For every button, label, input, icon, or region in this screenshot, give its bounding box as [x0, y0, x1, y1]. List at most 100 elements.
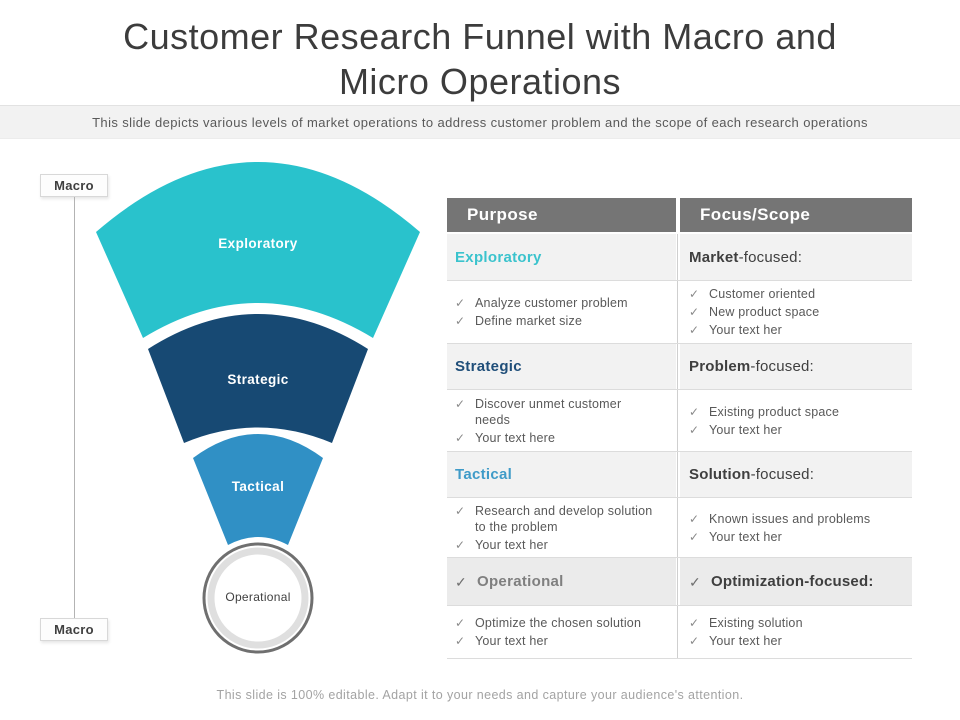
check-icon: ✓ — [689, 305, 700, 319]
focus-bullets-operational: ✓ Existing solution ✓Your text her — [680, 606, 912, 658]
bullet-text: New product space — [709, 305, 820, 319]
table-row-tactical-details: ✓ Research and develop solution to the pr… — [447, 498, 912, 558]
bullet-item: ✓ Research and develop solution to the pr… — [455, 503, 676, 535]
bullet-item: ✓ Discover unmet customer needs — [455, 396, 676, 428]
funnel-label-operational: Operational — [225, 590, 291, 604]
macro-label-bottom: Macro — [40, 618, 108, 641]
table-row-exploratory-details: ✓ Analyze customer problem ✓Define market… — [447, 281, 912, 344]
check-icon: ✓ — [689, 287, 700, 301]
bullet-item: ✓Your text her — [689, 633, 912, 649]
check-icon: ✓ — [689, 529, 700, 544]
bullet-text: Discover unmet customer needs — [475, 396, 622, 427]
purpose-bullets-operational: ✓ Optimize the chosen solution ✓ Your text… — [447, 606, 676, 658]
macro-connector-line — [74, 197, 75, 618]
table-header-focus-scope: Focus/Scope — [680, 198, 912, 232]
table-header-purpose: Purpose — [447, 198, 676, 232]
table-row-strategic: Strategic Problem-focused: — [447, 344, 912, 390]
focus-bullets-tactical: ✓ Known issues and problems ✓ Your text he… — [680, 498, 912, 557]
purpose-title-exploratory: Exploratory — [447, 234, 676, 280]
column-divider — [676, 281, 680, 343]
check-icon: ✓ — [455, 296, 466, 310]
bullet-text: Optimize the chosen solution — [475, 616, 642, 630]
bullet-item: ✓ Your text her — [455, 633, 676, 649]
bullet-item: ✓ Analyze customer problem — [455, 295, 676, 311]
column-divider — [676, 498, 680, 557]
check-icon: ✓ — [455, 537, 466, 552]
focus-title-optimization: ✓Optimization-focused: — [680, 558, 912, 605]
column-divider — [676, 390, 680, 451]
check-icon: ✓ — [455, 616, 466, 630]
bullet-item: ✓Define market size — [455, 313, 676, 329]
check-icon: ✓ — [689, 404, 700, 419]
table-row-strategic-details: ✓ Discover unmet customer needs ✓ Your tex… — [447, 390, 912, 452]
subtitle-band: This slide depicts various levels of mar… — [0, 105, 960, 139]
funnel-label-exploratory: Exploratory — [218, 236, 298, 251]
check-icon: ✓ — [689, 323, 700, 337]
bullet-item: ✓ New product space — [689, 304, 912, 320]
table-row-exploratory: Exploratory Market-focused: — [447, 234, 912, 281]
bullet-text: Your text her — [475, 537, 549, 552]
slide-subtitle: This slide depicts various levels of mar… — [92, 114, 868, 130]
bullet-text: Analyze customer problem — [475, 296, 628, 310]
check-icon: ✓ — [455, 396, 466, 411]
bullet-text: Your text here — [475, 430, 556, 445]
column-divider — [676, 606, 680, 658]
table-row-tactical: Tactical Solution-focused: — [447, 452, 912, 498]
bullet-text: Research and develop solution to the pro… — [475, 503, 653, 534]
focus-title-problem: Problem-focused: — [680, 344, 912, 389]
check-icon: ✓ — [689, 616, 700, 630]
check-icon: ✓ — [689, 573, 701, 590]
bullet-item: ✓ Known issues and problems — [689, 511, 912, 527]
purpose-title-tactical: Tactical — [447, 452, 676, 497]
column-divider — [676, 198, 680, 232]
check-icon: ✓ — [689, 422, 700, 437]
bullet-item: ✓ Your text her — [689, 529, 912, 545]
focus-bullets-strategic: ✓ Existing product space ✓ Your text her — [680, 390, 912, 451]
table-header-row: Purpose Focus/Scope — [447, 198, 912, 232]
funnel-label-tactical: Tactical — [231, 479, 285, 494]
funnel-label-strategic: Strategic — [227, 372, 289, 387]
check-icon: ✓ — [455, 503, 466, 518]
title-line-1: Customer Research Funnel with Macro and — [123, 16, 837, 57]
bullet-text: Customer oriented — [709, 287, 816, 301]
check-icon: ✓ — [455, 430, 466, 445]
bullet-text: Your text her — [709, 422, 783, 437]
slide-footer: This slide is 100% editable. Adapt it to… — [216, 688, 744, 702]
focus-bullets-exploratory: ✓ Customer oriented ✓ New product space ✓ Y… — [680, 281, 912, 343]
column-divider — [676, 344, 680, 389]
table-row-operational: ✓Operational ✓Optimization-focused: — [447, 558, 912, 606]
bullet-text: Known issues and problems — [709, 511, 871, 526]
bullet-item: ✓ Your text her — [455, 537, 676, 553]
bullet-item: ✓ Existing product space — [689, 404, 912, 420]
bullet-text: Your text her — [709, 323, 783, 337]
purpose-bullets-strategic: ✓ Discover unmet customer needs ✓ Your tex… — [447, 390, 676, 451]
bullet-item: ✓ Your text her — [689, 422, 912, 438]
macro-label-top: Macro — [40, 174, 108, 197]
bullet-text: Existing solution — [709, 616, 803, 630]
bullet-item: ✓ Your text her — [689, 322, 912, 338]
bullet-text: Your text her — [475, 634, 549, 648]
bullet-text: Existing product space — [709, 404, 840, 419]
title-line-2: Micro Operations — [338, 61, 622, 102]
check-icon: ✓ — [689, 511, 700, 526]
table-row-operational-details: ✓ Optimize the chosen solution ✓ Your text… — [447, 606, 912, 659]
check-icon: ✓ — [455, 314, 466, 328]
purpose-focus-table: Purpose Focus/Scope Exploratory Market-f… — [447, 198, 912, 659]
check-icon: ✓ — [455, 573, 467, 590]
focus-title-solution: Solution-focused: — [680, 452, 912, 497]
bullet-item: ✓ Your text here — [455, 430, 676, 446]
bullet-item: ✓ Existing solution — [689, 615, 912, 631]
bullet-item: ✓ Customer oriented — [689, 286, 912, 302]
bullet-item: ✓ Optimize the chosen solution — [455, 615, 676, 631]
bullet-text: Your text her — [709, 634, 783, 648]
purpose-bullets-exploratory: ✓ Analyze customer problem ✓Define market… — [447, 281, 676, 343]
column-divider — [676, 452, 680, 497]
focus-title-market: Market-focused: — [680, 234, 912, 280]
bullet-text: Your text her — [709, 529, 783, 544]
check-icon: ✓ — [455, 634, 466, 648]
purpose-bullets-tactical: ✓ Research and develop solution to the pr… — [447, 498, 676, 557]
column-divider — [676, 234, 680, 280]
purpose-title-operational: ✓Operational — [447, 558, 676, 605]
